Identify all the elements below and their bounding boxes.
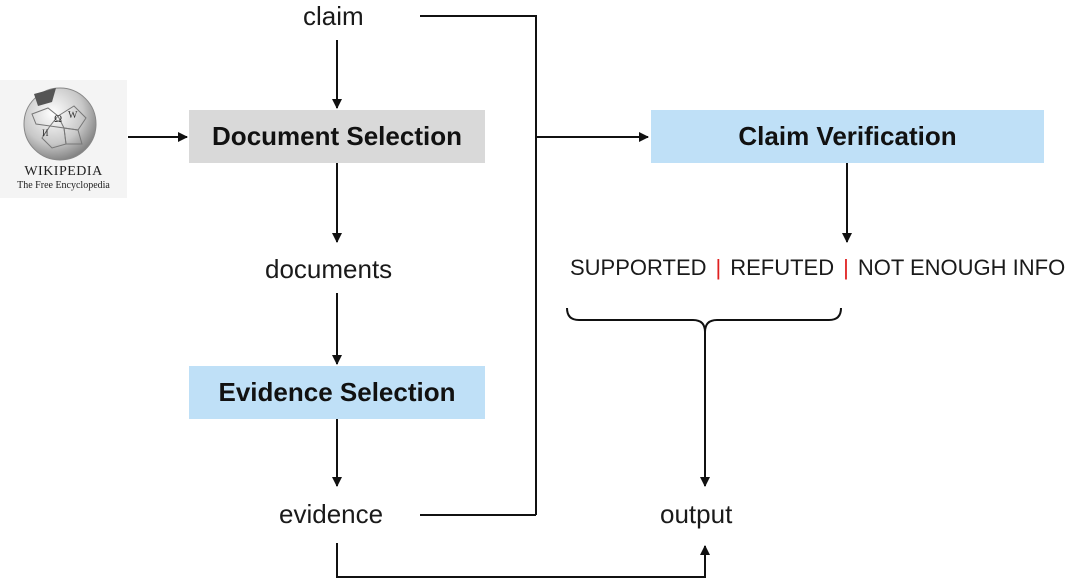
svg-text:И: И xyxy=(42,128,49,138)
document-selection-box: Document Selection xyxy=(189,110,485,163)
svg-text:W: W xyxy=(68,110,78,121)
arrow-evidence-to-output xyxy=(336,543,710,578)
label-not-enough-info: NOT ENOUGH INFO xyxy=(857,255,1066,280)
label-separator: | xyxy=(843,255,849,280)
label-separator: | xyxy=(715,255,722,280)
output-label: output xyxy=(660,499,733,529)
evidence-selection-box: Evidence Selection xyxy=(189,366,485,419)
wikipedia-wordmark: WIKIPEDIA xyxy=(24,164,103,179)
documents-label: documents xyxy=(265,254,393,284)
claim-verification-box: Claim Verification xyxy=(651,110,1044,163)
svg-text:Ω: Ω xyxy=(54,113,62,125)
line-claim-to-bus xyxy=(420,15,537,515)
label-supported: SUPPORTED xyxy=(570,255,707,280)
wikipedia-tagline: The Free Encyclopedia xyxy=(17,180,110,191)
claim-label: claim xyxy=(303,1,364,31)
wikipedia-logo: Ω W И WIKIPEDIA The Free Encyclopedia xyxy=(0,80,127,198)
label-refuted: REFUTED xyxy=(730,255,835,280)
verification-labels: SUPPORTED | REFUTED | NOT ENOUGH INFO xyxy=(570,257,1065,279)
evidence-label: evidence xyxy=(279,499,384,529)
wikipedia-globe-icon: Ω W И xyxy=(23,87,97,161)
labels-brace xyxy=(566,307,842,333)
